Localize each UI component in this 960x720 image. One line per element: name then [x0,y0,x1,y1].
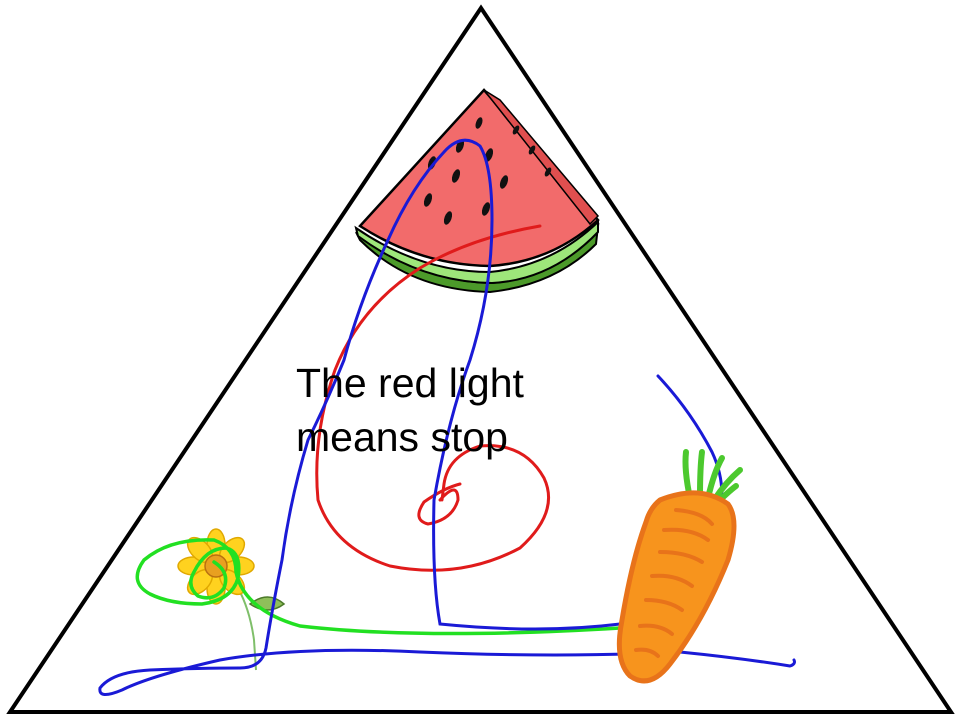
blue-scribble [98,138,796,696]
flower-center [204,554,228,578]
carrot-body [616,490,737,684]
carrot-picture [616,449,743,684]
caption-line-2: means stop [296,414,508,460]
caption-line-1: The red light [296,360,524,406]
triangle-outline [6,4,955,714]
green-scribble [135,538,622,636]
watermelon-slice-picture [354,88,600,294]
caption-text: The red light means stop [296,356,596,464]
watermelon-rind [354,219,599,285]
carrot-lines [634,508,714,658]
watermelon-seeds [423,117,552,225]
watermelon-side [483,89,600,226]
